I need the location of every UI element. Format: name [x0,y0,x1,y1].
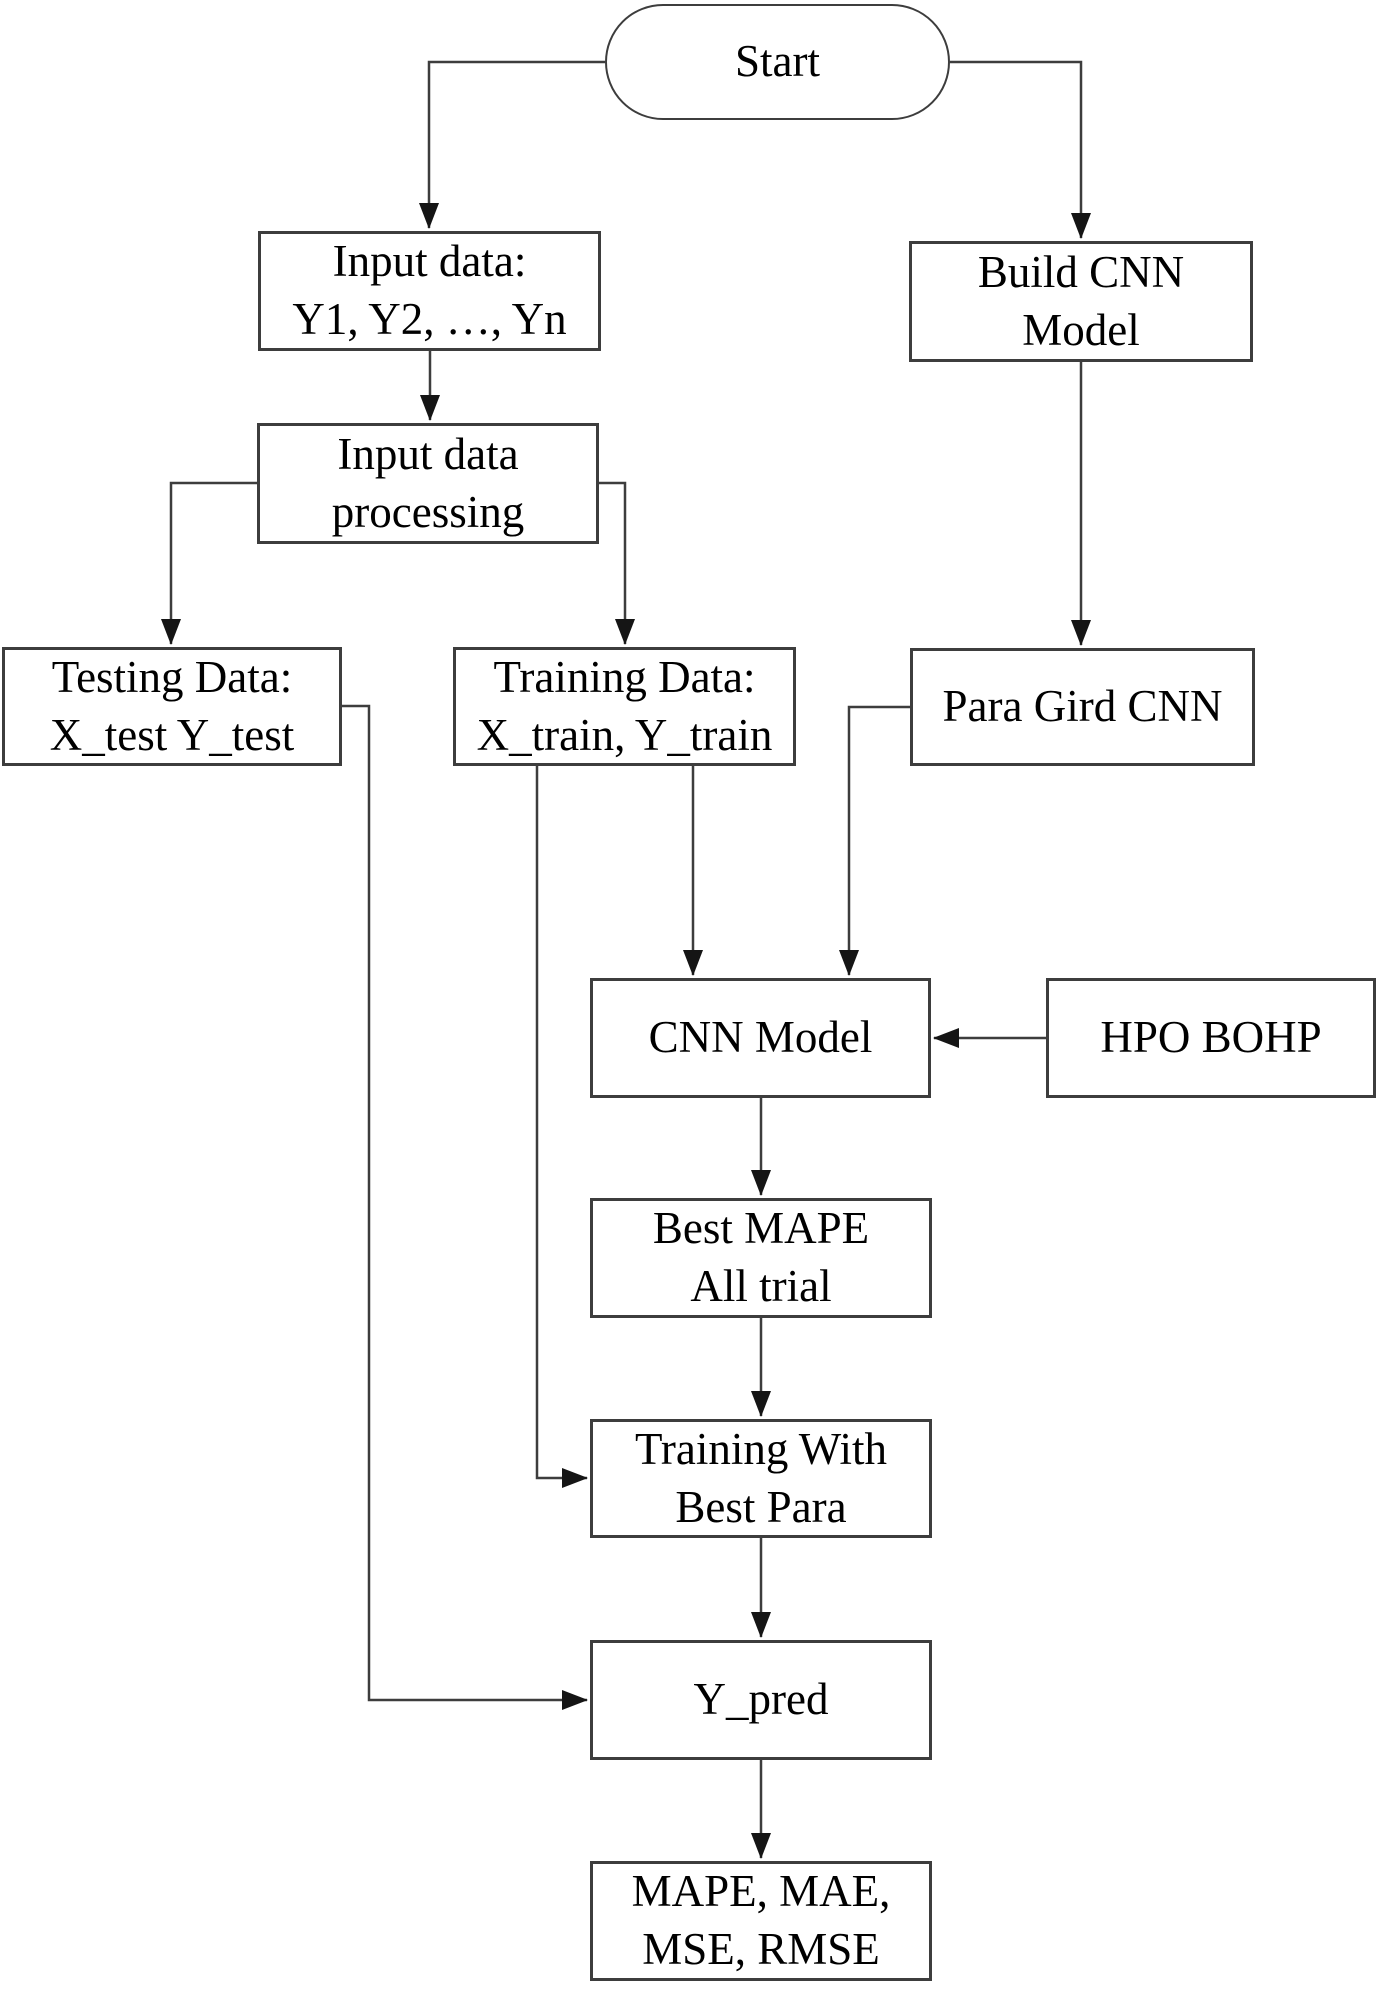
node-training-data: Training Data: X_train, Y_train [453,647,796,766]
connector-testing-data-to-y-pred [342,704,588,1710]
node-hpo-bohp: HPO BOHP [1046,978,1376,1098]
node-best-mape-all-trial: Best MAPE All trial [590,1198,932,1318]
node-start: Start [605,4,950,120]
node-para-gird-cnn: Para Gird CNN [910,648,1255,766]
connector-training-data-to-best-para [535,766,588,1488]
connector-start-to-input-data [419,60,605,229]
node-input-data: Input data: Y1, Y2, …, Yn [258,231,601,351]
node-testing-data: Testing Data: X_test Y_test [2,647,342,766]
node-cnn-model: CNN Model [590,978,931,1098]
node-training-with-best-para: Training With Best Para [590,1419,932,1538]
node-metrics: MAPE, MAE, MSE, RMSE [590,1861,932,1981]
connector-processing-to-testing-data [161,481,257,645]
connector-processing-to-training-data [599,481,635,645]
node-input-data-processing: Input data processing [257,423,599,544]
connector-para-gird-to-cnn-model [839,705,910,976]
connector-start-to-build-cnn [950,60,1091,239]
node-y-pred: Y_pred [590,1640,932,1760]
node-build-cnn-model: Build CNN Model [909,241,1253,362]
